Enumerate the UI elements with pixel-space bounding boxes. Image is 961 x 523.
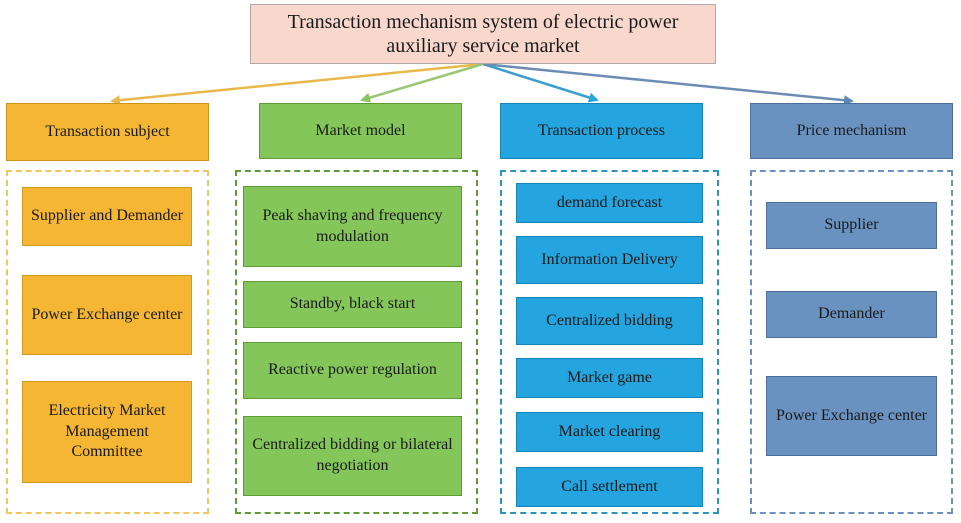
arrow-to-transaction-process [482, 62, 599, 103]
node-peak-shaving: Peak shaving and frequency modulation [243, 186, 462, 267]
arrow-to-transaction-subject [110, 62, 484, 106]
arrow-to-market-model [360, 62, 484, 103]
frame-market-model [235, 170, 478, 514]
node-market-management-committee: Electricity Market Management Committee [22, 381, 192, 483]
node-reactive-power-regulation: Reactive power regulation [243, 342, 462, 399]
diagram-title: Transaction mechanism system of electric… [250, 4, 716, 64]
node-demand-forecast: demand forecast [516, 183, 703, 223]
frame-transaction-process [500, 170, 719, 514]
node-price-demander: Demander [766, 291, 937, 338]
arrow-to-price-mechanism [482, 62, 854, 106]
node-price-power-exchange-center: Power Exchange center [766, 376, 937, 456]
node-market-game: Market game [516, 358, 703, 398]
heading-transaction-process: Transaction process [500, 103, 703, 159]
heading-transaction-subject: Transaction subject [6, 103, 209, 161]
node-power-exchange-center: Power Exchange center [22, 275, 192, 355]
node-information-delivery: Information Delivery [516, 236, 703, 284]
frame-price-mechanism [750, 170, 953, 514]
frame-transaction-subject [6, 170, 209, 514]
node-supplier-and-demander: Supplier and Demander [22, 187, 192, 246]
node-call-settlement: Call settlement [516, 467, 703, 507]
heading-price-mechanism: Price mechanism [750, 103, 953, 159]
heading-market-model: Market model [259, 103, 462, 159]
node-price-supplier: Supplier [766, 202, 937, 249]
node-market-clearing: Market clearing [516, 412, 703, 452]
node-standby-black-start: Standby, black start [243, 281, 462, 328]
node-centralized-or-bilateral: Centralized bidding or bilateral negotia… [243, 416, 462, 496]
node-centralized-bidding: Centralized bidding [516, 297, 703, 345]
